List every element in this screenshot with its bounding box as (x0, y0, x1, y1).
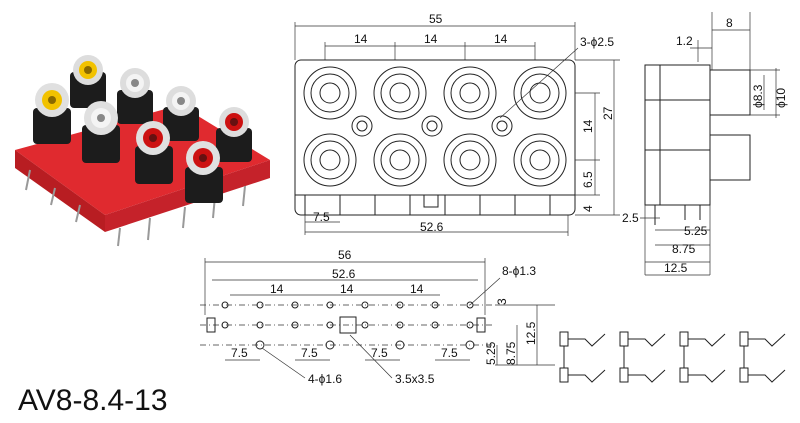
dim-depth: 8 (726, 16, 733, 30)
side-bottom-jack (709, 134, 751, 181)
jack-front-yellow (33, 83, 71, 144)
pcb-dim-pitch-3: 14 (410, 282, 424, 296)
pcb-dim-12-5: 12.5 (524, 321, 538, 345)
pcb-dim-pitch-1: 14 (270, 282, 284, 296)
jack-back-white-2 (163, 86, 199, 141)
schematic-unit-2 (619, 331, 666, 383)
side-body (644, 64, 711, 206)
housing-front-left (15, 150, 105, 232)
pcb-dim-3: 3 (495, 298, 509, 305)
dim-row-spacing: 14 (581, 119, 595, 133)
dim-pitch-1: 14 (354, 32, 368, 46)
front-housing-outline (294, 59, 576, 216)
side-view: 8 1.2 ϕ8.3 ϕ10 2.5 5.25 8.75 12.5 (622, 12, 788, 276)
pcb-hole-note: 8-ϕ1.3 (502, 264, 536, 278)
pcb-offset-4: 7.5 (441, 346, 458, 360)
dim-dia-10: ϕ10 (774, 88, 788, 108)
pcb-dim-inner: 52.6 (332, 267, 356, 281)
front-bottom-row (303, 133, 567, 187)
jack-front-white (82, 101, 120, 163)
pcb-dim-8-75: 8.75 (504, 341, 518, 365)
dim-dia-8-3: ϕ8.3 (751, 84, 765, 108)
pcb-dim-5-25: 5.25 (484, 341, 498, 365)
pcb-offset-2: 7.5 (301, 346, 318, 360)
jack-back-white-1 (117, 68, 153, 124)
schematic (559, 331, 786, 383)
schematic-unit-1 (559, 331, 606, 383)
dim-2-5: 2.5 (622, 211, 639, 225)
pcb-dim-overall: 56 (338, 248, 352, 262)
dim-pitch-2: 14 (424, 32, 438, 46)
front-pins (304, 194, 551, 215)
schematic-unit-4 (739, 331, 786, 383)
dim-5-25: 5.25 (684, 224, 708, 238)
model-label: AV8-8.4-13 (18, 384, 168, 417)
dim-12-5: 12.5 (664, 261, 688, 275)
jack-back-red (216, 107, 252, 162)
front-mount-holes (351, 115, 513, 137)
pcb-layout: 56 52.6 14 14 14 8-ϕ1.3 3 (200, 248, 555, 386)
dim-overall-width: 55 (429, 12, 443, 26)
pcb-hole-note-2: 4-ϕ1.6 (308, 372, 342, 386)
product-photo (15, 55, 270, 247)
pcb-square-note: 3.5x3.5 (395, 372, 435, 386)
pcb-dim-pitch-2: 14 (340, 282, 354, 296)
dim-8-75: 8.75 (672, 242, 696, 256)
dim-4: 4 (581, 205, 595, 212)
dim-height-total: 27 (601, 106, 615, 120)
dim-base-width: 52.6 (420, 220, 444, 234)
side-top-jack (709, 69, 751, 116)
front-view: 55 14 14 14 3-ϕ2.5 (294, 12, 620, 236)
jack-back-yellow (70, 55, 106, 108)
schematic-unit-3 (679, 331, 726, 383)
pcb-offset-1: 7.5 (231, 346, 248, 360)
pcb-holes (206, 301, 486, 350)
pcb-offset-3: 7.5 (371, 346, 388, 360)
jack-front-red-1 (135, 121, 173, 184)
dim-hole-note: 3-ϕ2.5 (580, 35, 614, 49)
dim-1-2: 1.2 (676, 34, 693, 48)
dim-6-5: 6.5 (581, 171, 595, 188)
dim-offset: 7.5 (313, 210, 330, 224)
pins (25, 169, 246, 247)
front-top-row (303, 66, 567, 120)
jack-front-red-2 (185, 141, 223, 203)
dim-pitch-3: 14 (494, 32, 508, 46)
